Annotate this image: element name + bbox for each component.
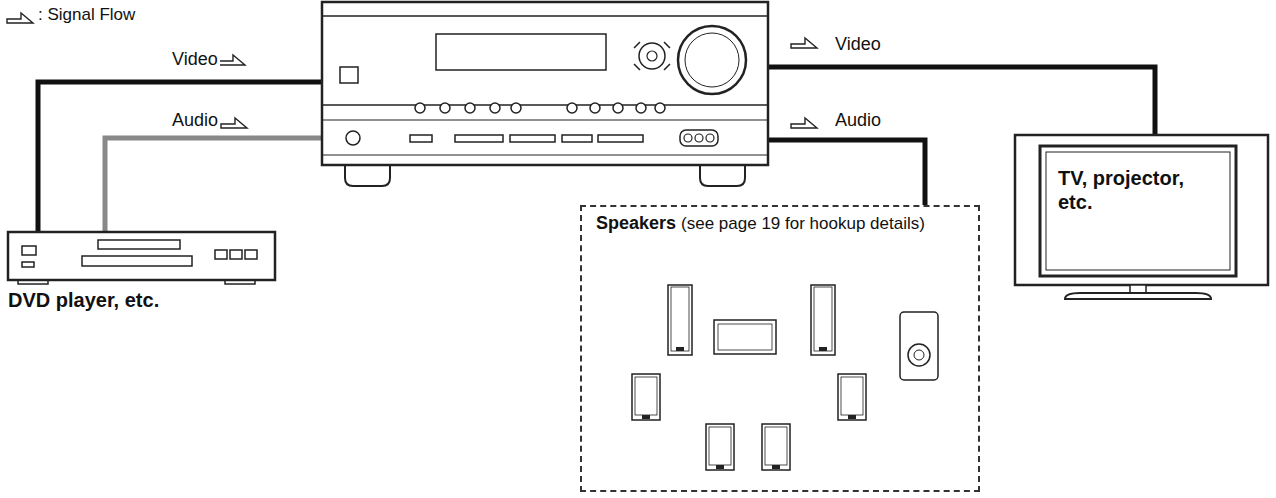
speaker-set (632, 285, 938, 470)
signal-label: Video (170, 49, 220, 70)
television (1015, 135, 1268, 299)
signal-flow-symbol (221, 118, 247, 128)
av-receiver (322, 2, 768, 186)
signal-flow-symbol (219, 55, 245, 65)
node-heading: Speakers (596, 213, 676, 233)
legend-text: : Signal Flow (36, 5, 137, 25)
speaker-group: Speakers (see page 19 for hookup details) (580, 205, 980, 492)
signal-label: Audio (170, 110, 220, 131)
device-label: DVD player, etc. (8, 289, 288, 319)
display-device: TV, projector, etc. (1052, 162, 1224, 262)
signal-flow-symbol (7, 13, 33, 23)
signal-label: Audio (833, 110, 883, 131)
video-cable (768, 67, 1155, 135)
node-heading: DVD player, etc. (8, 289, 288, 312)
audio-cable (105, 138, 346, 232)
signal-flow-symbol (791, 118, 817, 128)
speaker-cable (742, 140, 925, 205)
video-cable (38, 82, 322, 232)
node-note: (see page 19 for hookup details) (681, 214, 925, 233)
signal-label: Video (833, 34, 883, 55)
dvd-player (8, 232, 275, 284)
node-heading: TV, projector, etc. (1058, 166, 1218, 214)
signal-flow-symbol (791, 38, 817, 48)
